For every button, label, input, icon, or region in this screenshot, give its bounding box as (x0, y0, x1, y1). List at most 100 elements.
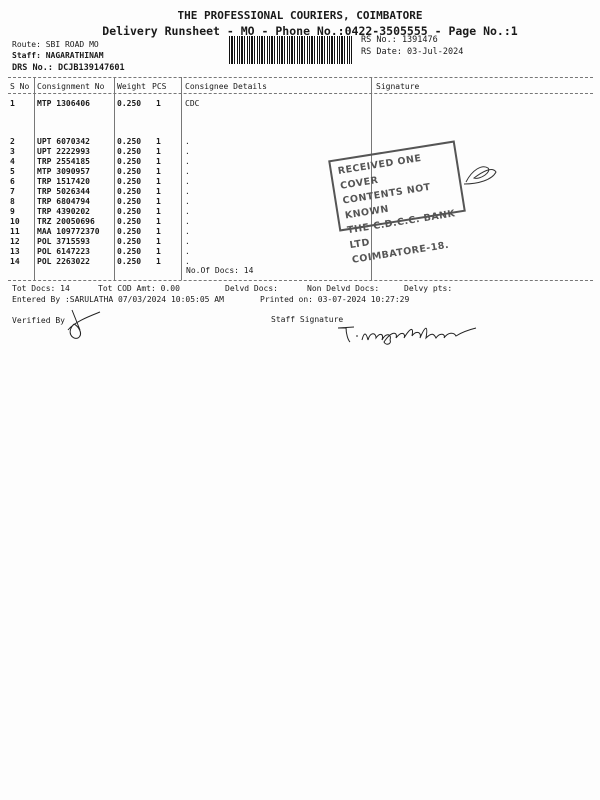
cell-sno: 7 (10, 187, 15, 196)
column-header: Consignment No (37, 82, 105, 91)
cell-details: . (185, 147, 190, 156)
column-header: PCS (152, 82, 167, 91)
route: Route: SBI ROAD MO (12, 40, 99, 49)
cell-cons: TRZ 20050696 (37, 217, 95, 226)
drs-number: DRS No.: DCJB139147601 (12, 63, 125, 73)
cell-pcs: 1 (156, 247, 161, 256)
cell-sno: 14 (10, 257, 20, 266)
cell-cons: POL 2263022 (37, 257, 90, 266)
column-divider (181, 77, 182, 280)
cell-sno: 5 (10, 167, 15, 176)
cell-pcs: 1 (156, 177, 161, 186)
cell-weight: 0.250 (117, 217, 142, 226)
cell-sno: 10 (10, 217, 20, 226)
cell-weight: 0.250 (117, 257, 142, 266)
cell-cons: TRP 2554185 (37, 157, 90, 166)
cell-sno: 3 (10, 147, 15, 156)
cell-details: . (185, 157, 190, 166)
column-divider (114, 77, 115, 280)
cell-sno: 12 (10, 237, 20, 246)
cell-weight: 0.250 (117, 227, 142, 236)
verifier-signature (67, 309, 101, 339)
table-row: 14 POL 2263022 0.250 1. (0, 257, 600, 267)
cell-pcs: 1 (156, 167, 161, 176)
cell-details: . (185, 257, 190, 266)
cell-pcs: 1 (156, 137, 161, 146)
divider (8, 93, 593, 94)
staff-signature (337, 326, 477, 345)
table-row: 7 TRP 5026344 0.250 1. (0, 187, 600, 197)
cell-weight: 0.250 (117, 197, 142, 206)
cell-pcs: 1 (156, 257, 161, 266)
cell-pcs: 1 (156, 217, 161, 226)
column-header: Weight (117, 82, 146, 91)
cell-details: . (185, 197, 190, 206)
staff: Staff: NAGARATHINAM (12, 51, 104, 60)
cell-weight: 0.250 (117, 237, 142, 246)
cell-sno: 8 (10, 197, 15, 206)
cell-pcs: 1 (156, 187, 161, 196)
divider (8, 280, 593, 281)
cell-details: . (185, 217, 190, 226)
cell-pcs: 1 (156, 237, 161, 246)
cell-weight: 0.250 (117, 137, 142, 146)
cell-sno: 1 (10, 99, 15, 108)
cell-details: . (185, 227, 190, 236)
rs-number: RS No.: 1391476 (361, 35, 438, 45)
cell-sno: 13 (10, 247, 20, 256)
divider (8, 77, 593, 78)
delivered-docs: Delvd Docs: (225, 284, 278, 293)
tot-cod-amount: Tot COD Amt: 0.00 (98, 284, 180, 293)
cell-details: . (185, 137, 190, 146)
cell-pcs: 1 (156, 157, 161, 166)
delivery-points: Delvy pts: (404, 284, 453, 293)
table-row: 10 TRZ 20050696 0.250 1. (0, 217, 600, 227)
cell-cons: MTP 1306406 (37, 99, 90, 108)
cell-cons: MAA 109772370 (37, 227, 100, 236)
cell-weight: 0.250 (117, 207, 142, 216)
cell-cons: TRP 5026344 (37, 187, 90, 196)
cell-weight: 0.250 (117, 147, 142, 156)
cell-details: . (185, 237, 190, 246)
rs-date: RS Date: 03-Jul-2024 (361, 47, 464, 57)
column-header: Consignee Details (185, 82, 267, 91)
cell-details: . (185, 187, 190, 196)
cell-weight: 0.250 (117, 187, 142, 196)
cell-sno: 6 (10, 177, 15, 186)
barcode (229, 36, 352, 64)
non-delivered-docs: Non Delvd Docs: (307, 284, 380, 293)
no-of-docs: No.Of Docs: 14 (186, 266, 254, 275)
staff-signature-label: Staff Signature (271, 315, 344, 324)
cell-sno: 4 (10, 157, 15, 166)
cell-cons: TRP 1517420 (37, 177, 90, 186)
cell-weight: 0.250 (117, 157, 142, 166)
stamp-initials-signature (463, 166, 497, 185)
column-header: S No (10, 82, 30, 91)
cell-cons: POL 3715593 (37, 237, 90, 246)
cell-weight: 0.250 (117, 167, 142, 176)
column-header: Signature (376, 82, 420, 91)
table-header: S No Consignment No Weight PCS Consignee… (0, 82, 600, 92)
table-row: 12 POL 3715593 0.250 1. (0, 237, 600, 247)
cell-cons: TRP 6804794 (37, 197, 90, 206)
cell-details: . (185, 207, 190, 216)
verified-by-label: Verified By (12, 316, 65, 325)
column-divider (371, 77, 372, 280)
cell-weight: 0.250 (117, 177, 142, 186)
printed-on: Printed on: 03-07-2024 10:27:29 (260, 295, 410, 304)
cell-cons: MTP 3090957 (37, 167, 90, 176)
cell-pcs: 1 (156, 147, 161, 156)
cell-cons: UPT 2222993 (37, 147, 90, 156)
cell-pcs: 1 (156, 227, 161, 236)
cell-cons: POL 6147223 (37, 247, 90, 256)
runsheet-subtitle: Delivery Runsheet - MO - Phone No.:0422-… (102, 24, 518, 38)
company-title: THE PROFESSIONAL COURIERS, COIMBATORE (177, 9, 423, 22)
cell-sno: 9 (10, 207, 15, 216)
